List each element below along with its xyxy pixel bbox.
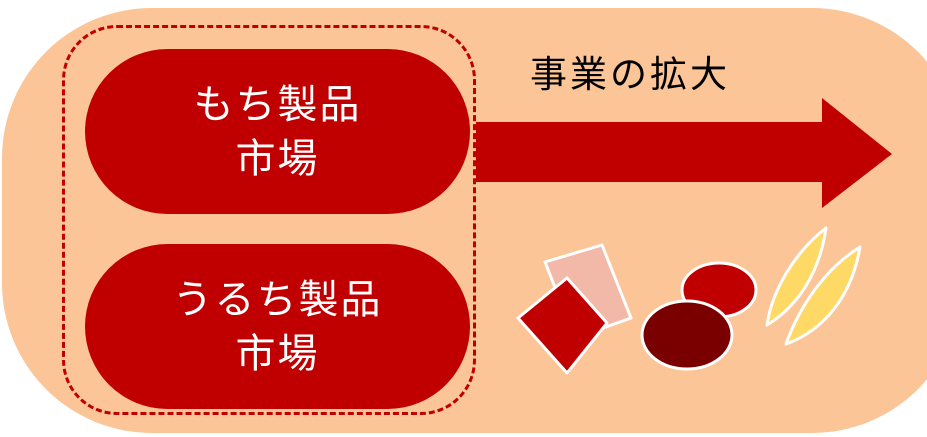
uruchi-market-pill: うるち製品 市場 [85,244,470,409]
arrow-label: 事業の拡大 [530,53,730,96]
rice-cracker-bag-icon [516,243,633,375]
uruchi-market-line1: うるち製品 [172,276,383,323]
uruchi-market-line2: 市場 [235,330,320,377]
mochi-market-line2: 市場 [235,135,320,182]
mochi-market-pill: もち製品 市場 [85,49,470,214]
mochi-market-line1: もち製品 [193,81,362,128]
markets-group-border [62,25,476,415]
sliced-cracker-icon [765,226,862,346]
expansion-arrow [476,98,892,208]
rice-cake-icon [640,261,758,371]
